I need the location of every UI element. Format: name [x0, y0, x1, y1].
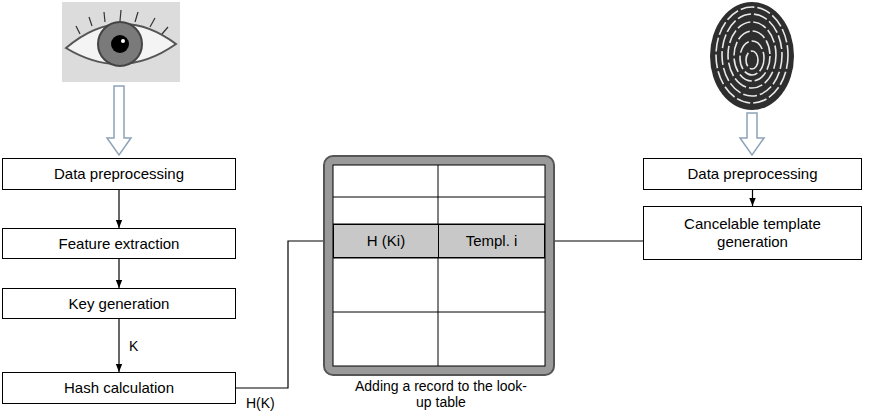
- flow-arrow: [545, 240, 643, 241]
- process-box: Cancelable template generation: [643, 206, 862, 260]
- box-label: Key generation: [65, 295, 174, 313]
- process-box: Data preprocessing: [2, 158, 236, 190]
- process-box: Feature extraction: [2, 228, 236, 259]
- edge-label: K: [127, 338, 140, 354]
- box-label: H (Ki): [363, 232, 409, 250]
- table-grid: [325, 157, 553, 374]
- flow-arrow: [236, 241, 333, 388]
- edge-label: H(K): [244, 395, 277, 411]
- table-cell: Templ. i: [438, 224, 545, 258]
- box-label: Templ. i: [462, 232, 522, 250]
- flow-arrow: [752, 190, 753, 206]
- input-arrow: [740, 113, 764, 155]
- process-box: Hash calculation: [2, 372, 236, 404]
- eye-photo: [62, 2, 180, 82]
- box-label: Cancelable template generation: [644, 215, 861, 251]
- input-arrow: [107, 86, 131, 155]
- flow-arrow: [118, 259, 119, 288]
- flow-arrow: [118, 190, 119, 228]
- fingerprint-image: [710, 2, 794, 110]
- box-label: Feature extraction: [55, 235, 184, 253]
- flow-arrow: [118, 319, 119, 372]
- process-box: Data preprocessing: [643, 158, 862, 190]
- process-box: Key generation: [2, 288, 236, 319]
- table-cell: H (Ki): [333, 224, 439, 258]
- box-label: Hash calculation: [60, 379, 178, 397]
- box-label: Data preprocessing: [683, 165, 821, 183]
- table-caption: Adding a record to the look-up table: [351, 378, 531, 410]
- box-label: Data preprocessing: [50, 165, 188, 183]
- lookup-table: H (Ki)Templ. iAdding a record to the loo…: [323, 155, 555, 376]
